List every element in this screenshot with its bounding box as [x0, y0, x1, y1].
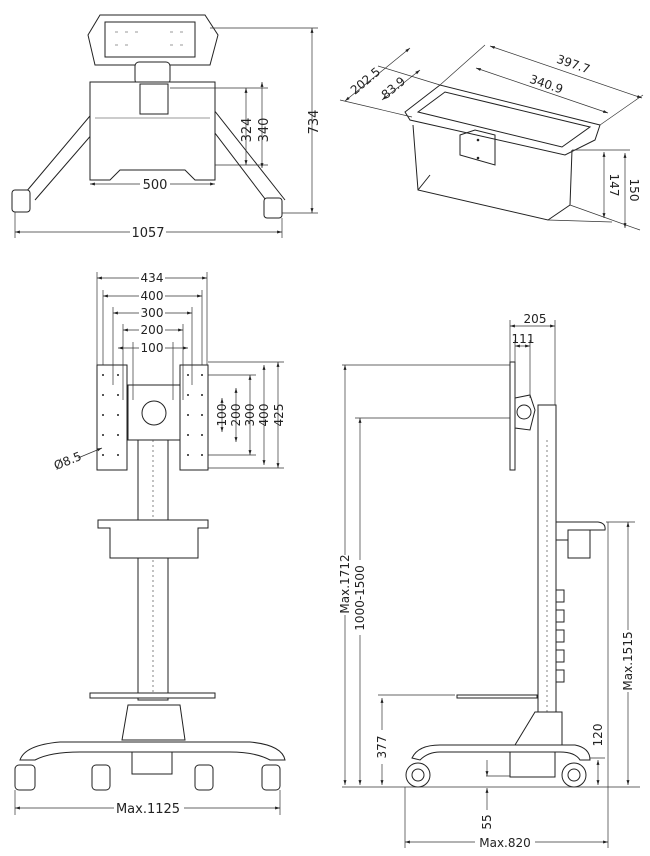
base-hub-side [514, 711, 563, 746]
vesa-plate-right [179, 364, 209, 471]
dim-111: 111 [512, 332, 535, 346]
dim-150: 150 [627, 179, 641, 202]
dim-55: 55 [480, 814, 494, 829]
dim-205: 205 [524, 312, 547, 326]
dim-500: 500 [143, 178, 168, 193]
dim-1000-1500: 1000-1500 [353, 565, 367, 630]
dim-v-200: 200 [229, 404, 243, 427]
dim-1057: 1057 [131, 226, 164, 241]
basket-mount [459, 129, 496, 166]
dim-100: 100 [141, 341, 164, 355]
caster-right [263, 197, 283, 219]
dim-max-820: Max.820 [479, 836, 531, 850]
dim-120: 120 [591, 724, 605, 747]
keyboard-tray [89, 692, 216, 699]
front-basket [97, 519, 209, 559]
dim-300: 300 [141, 306, 164, 320]
side-view: 205 111 Max.1712 1000-1500 377 Max.1515 … [337, 312, 640, 850]
cable-clips [556, 589, 565, 683]
dim-734: 734 [307, 110, 322, 135]
caster-front [405, 762, 431, 788]
dim-max-1125: Max.1125 [116, 802, 180, 817]
counterweight-side [509, 751, 556, 778]
basket-rim [404, 84, 601, 156]
column-top [134, 61, 171, 85]
caster-left [11, 189, 31, 213]
basket-side [567, 529, 591, 559]
front-view: 434 400 300 200 100 100 200 300 400 425 … [14, 270, 286, 817]
dim-v-400: 400 [257, 404, 271, 427]
dim-202-5: 202.5 [348, 65, 383, 98]
casters [14, 764, 281, 791]
dim-83-9: 83.9 [379, 74, 408, 102]
monitor-plate [89, 81, 216, 181]
dim-324: 324 [240, 118, 255, 143]
dim-v-300: 300 [243, 404, 257, 427]
dim-200: 200 [141, 323, 164, 337]
base-legs [14, 104, 286, 213]
base-counterweight [131, 751, 173, 775]
dim-v-100: 100 [215, 404, 229, 427]
dim-400: 400 [141, 289, 164, 303]
center-bracket [127, 384, 181, 441]
base-frame [19, 741, 286, 761]
basket-view: 202.5 83.9 397.7 340.9 147 150 [339, 44, 644, 231]
dim-v-425: 425 [272, 404, 286, 427]
dim-hole-diameter: Ø8.5 [52, 449, 84, 473]
mount-disc [141, 400, 167, 426]
handle-grip [104, 21, 196, 58]
dim-340-9: 340.9 [528, 72, 565, 96]
base-hub [121, 704, 186, 741]
dim-434: 434 [141, 271, 164, 285]
tray-side [456, 694, 538, 699]
dim-340: 340 [257, 118, 272, 143]
caster-rear [561, 762, 587, 788]
dim-147: 147 [607, 174, 621, 197]
base-side [411, 744, 591, 761]
tilt-bracket [514, 394, 536, 431]
top-view: 734 324 340 500 1057 [11, 14, 322, 241]
dim-max-1515: Max.1515 [621, 631, 635, 690]
dim-397-7: 397.7 [555, 52, 592, 76]
dim-377: 377 [375, 736, 389, 759]
dim-max-1712: Max.1712 [338, 554, 352, 613]
vesa-plate-left [96, 364, 128, 471]
bracket [139, 83, 169, 115]
monitor-plate-side [509, 361, 516, 471]
